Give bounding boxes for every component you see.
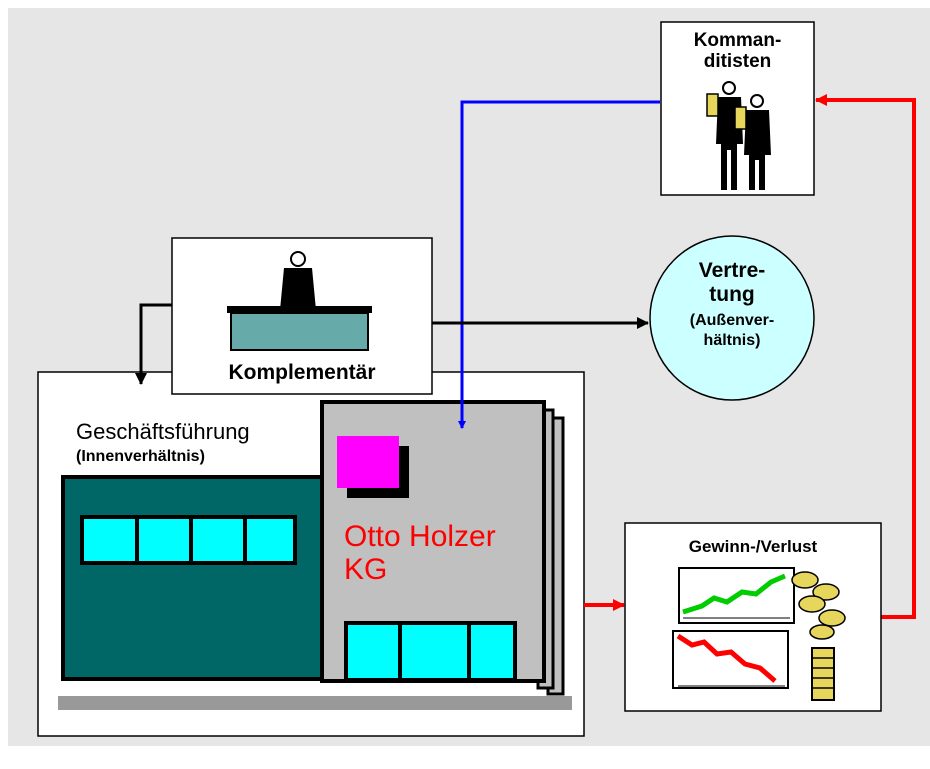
company-name: Otto Holzer KG bbox=[344, 520, 496, 586]
geschaeftsfuehrung-title: Geschäftsführung bbox=[76, 419, 250, 444]
person-at-desk-icon bbox=[227, 251, 372, 351]
komplementaer-label: Komplementär bbox=[228, 361, 376, 384]
vertretung-line4: hältnis) bbox=[703, 332, 761, 349]
profit-loss-charts-coins-icon bbox=[672, 567, 846, 701]
company-name-line1: Otto Holzer bbox=[344, 520, 496, 553]
building-left bbox=[61, 475, 325, 681]
ground-strip bbox=[58, 696, 572, 710]
vertretung-line1: Vertre- bbox=[698, 259, 766, 282]
company-logo-square bbox=[337, 436, 399, 488]
kommanditisten-line2: ditisten bbox=[703, 51, 772, 72]
geschaeftsfuehrung-subtitle: (Innenverhältnis) bbox=[76, 448, 205, 465]
kommanditisten-label: Komman- ditisten bbox=[661, 30, 814, 72]
vertretung-label: Vertre- tung (Außenver- hältnis) bbox=[660, 259, 804, 351]
arrow-gewinn-to-kommanditisten bbox=[815, 94, 916, 619]
vertretung-line2: tung bbox=[709, 283, 755, 306]
kommanditisten-line1: Komman- bbox=[693, 30, 782, 51]
business-people-icon bbox=[706, 81, 771, 190]
building-right bbox=[320, 400, 565, 696]
vertretung-circle bbox=[649, 235, 815, 401]
gewinn-verlust-label: Gewinn-/Verlust bbox=[688, 537, 818, 556]
vertretung-line3: (Außenver- bbox=[689, 312, 775, 329]
company-name-line2: KG bbox=[344, 553, 388, 586]
